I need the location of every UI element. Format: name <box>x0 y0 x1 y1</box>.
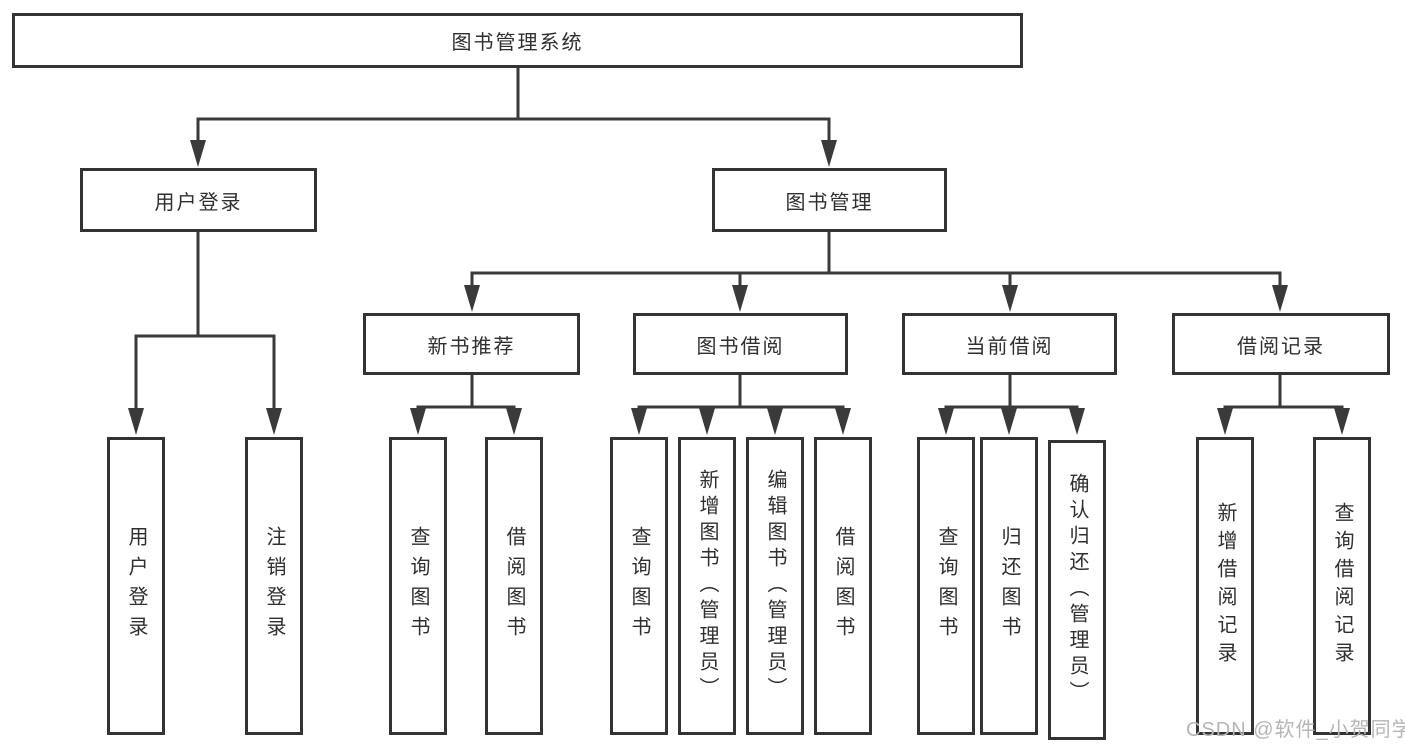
node-book-borrowing: 图书借阅 <box>633 313 848 375</box>
arrow-to-book-borrowing <box>732 285 748 312</box>
arrow-to-new-book-recommend <box>464 285 480 312</box>
node-leaf-edit-books-admin: 编辑图书（管理员） <box>746 437 804 735</box>
csdn-watermark: CSDN @软件_小贺同学 <box>1186 719 1405 741</box>
node-user-login-label: 用户登录 <box>154 191 243 214</box>
node-borrowing-records: 借阅记录 <box>1172 313 1390 375</box>
node-leaf-query-books-recommend: 查询图书 <box>389 437 447 735</box>
node-leaf-confirm-return-admin: 确认归还（管理员） <box>1048 440 1106 740</box>
node-leaf-add-books-admin-label: 新增图书（管理员） <box>696 469 718 703</box>
node-leaf-borrow-books-borrowing: 借阅图书 <box>814 437 872 735</box>
node-leaf-add-borrow-record-label: 新增借阅记录 <box>1214 502 1236 670</box>
node-leaf-user-login-label: 用户登录 <box>125 526 147 646</box>
node-book-management-label: 图书管理 <box>785 191 874 214</box>
node-new-book-recommend-label: 新书推荐 <box>427 335 516 358</box>
node-leaf-return-books-label: 归还图书 <box>998 526 1020 646</box>
arrow-to-leaf-user-login <box>128 408 144 435</box>
node-book-management: 图书管理 <box>712 168 947 232</box>
arrow-to-leaf-logout <box>266 408 282 435</box>
node-leaf-borrow-books-recommend: 借阅图书 <box>485 437 543 735</box>
arrow-to-current-borrowing <box>1002 285 1018 312</box>
node-root: 图书管理系统 <box>12 13 1023 68</box>
arrow-to-borrowing-records <box>1272 285 1288 312</box>
node-leaf-query-borrow-record: 查询借阅记录 <box>1313 437 1371 735</box>
node-leaf-query-borrow-record-label: 查询借阅记录 <box>1331 502 1353 670</box>
node-leaf-query-books-current: 查询图书 <box>917 437 975 735</box>
node-current-borrowing: 当前借阅 <box>902 313 1117 375</box>
node-leaf-query-books-current-label: 查询图书 <box>935 526 957 646</box>
node-leaf-borrow-books-recommend-label: 借阅图书 <box>503 526 525 646</box>
node-root-label: 图书管理系统 <box>451 32 584 54</box>
node-user-login: 用户登录 <box>80 168 317 232</box>
node-current-borrowing-label: 当前借阅 <box>965 335 1054 358</box>
node-borrowing-records-label: 借阅记录 <box>1237 335 1325 358</box>
node-leaf-edit-books-admin-label: 编辑图书（管理员） <box>764 469 786 703</box>
node-leaf-borrow-books-borrowing-label: 借阅图书 <box>832 526 854 646</box>
arrow-to-book-management <box>821 140 837 167</box>
node-leaf-confirm-return-admin-label: 确认归还（管理员） <box>1066 473 1088 707</box>
node-leaf-query-books-recommend-label: 查询图书 <box>407 526 429 646</box>
node-new-book-recommend: 新书推荐 <box>363 313 580 375</box>
node-leaf-query-books-borrowing-label: 查询图书 <box>628 526 650 646</box>
node-leaf-user-login: 用户登录 <box>107 437 165 735</box>
node-leaf-return-books: 归还图书 <box>980 437 1038 735</box>
node-leaf-add-books-admin: 新增图书（管理员） <box>678 437 736 735</box>
node-leaf-logout: 注销登录 <box>245 437 303 735</box>
arrow-to-user-login <box>190 140 206 167</box>
node-leaf-add-borrow-record: 新增借阅记录 <box>1196 437 1254 735</box>
node-book-borrowing-label: 图书借阅 <box>696 335 785 358</box>
node-leaf-logout-label: 注销登录 <box>263 526 285 646</box>
node-leaf-query-books-borrowing: 查询图书 <box>610 437 668 735</box>
